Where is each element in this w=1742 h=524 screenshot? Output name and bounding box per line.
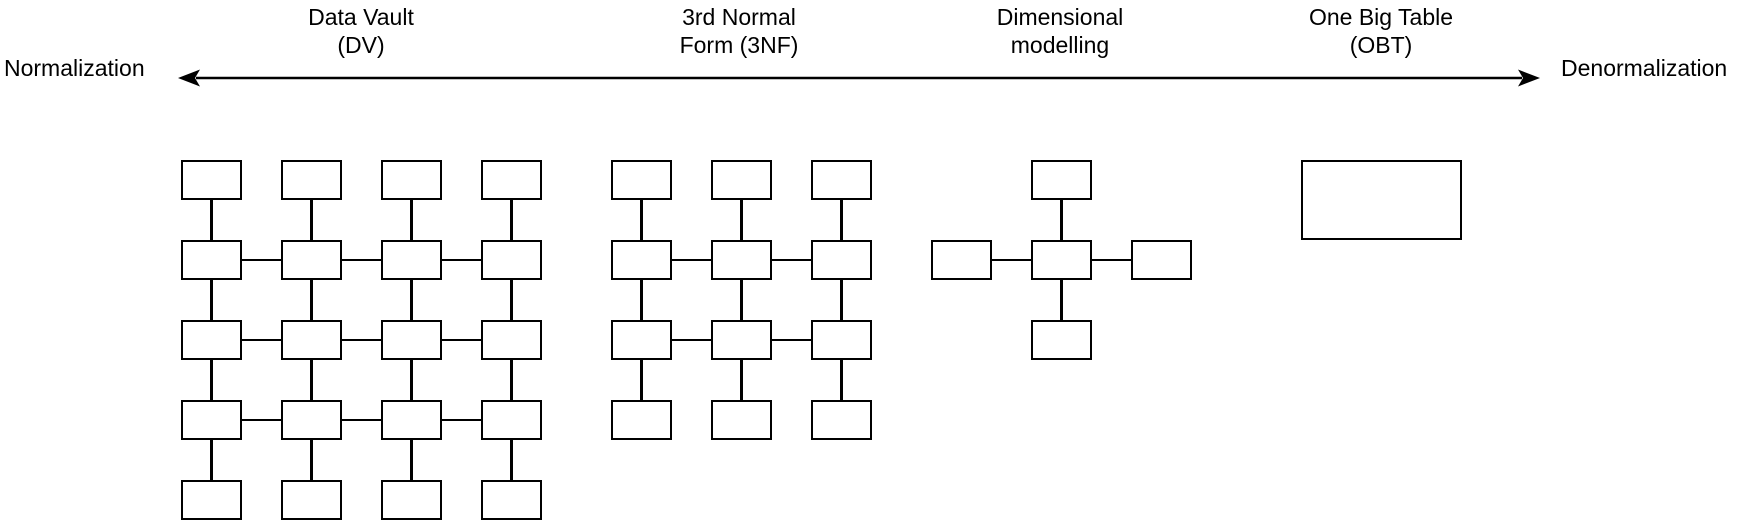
table-box <box>181 400 242 440</box>
table-box <box>931 240 992 280</box>
table-box <box>811 320 872 360</box>
relationship-line <box>510 200 513 240</box>
relationship-line <box>840 280 843 320</box>
relationship-line <box>510 360 513 400</box>
relationship-line <box>342 418 381 422</box>
table-box <box>481 160 542 200</box>
relationship-line <box>310 200 313 240</box>
table-box <box>711 320 772 360</box>
relationship-line <box>840 200 843 240</box>
relationship-line <box>772 338 811 342</box>
table-box <box>611 400 672 440</box>
table-box <box>1301 160 1462 240</box>
table-box <box>381 240 442 280</box>
relationship-line <box>210 200 213 240</box>
relationship-line <box>992 258 1031 262</box>
table-box <box>181 480 242 520</box>
relationship-line <box>410 440 413 480</box>
table-box <box>611 240 672 280</box>
relationship-line <box>640 280 643 320</box>
label-third-normal-form-line1: 3rd Normal <box>682 4 796 30</box>
relationship-line <box>210 280 213 320</box>
table-box <box>281 240 342 280</box>
relationship-line <box>640 360 643 400</box>
table-box <box>381 320 442 360</box>
relationship-line <box>310 280 313 320</box>
table-box <box>381 400 442 440</box>
relationship-line <box>442 418 481 422</box>
label-third-normal-form-line2: Form (3NF) <box>679 32 799 58</box>
label-one-big-table-line1: One Big Table <box>1308 4 1454 30</box>
relationship-line <box>840 360 843 400</box>
label-third-normal-form: 3rd Normal Form (3NF) <box>629 3 849 59</box>
label-data-vault-line1: Data Vault <box>308 4 414 30</box>
label-dimensional-modelling-line2: modelling <box>1010 32 1110 58</box>
table-box <box>611 160 672 200</box>
table-box <box>181 320 242 360</box>
table-box <box>181 240 242 280</box>
table-box <box>481 480 542 520</box>
relationship-line <box>242 258 281 262</box>
axis-label-denormalization: Denormalization <box>1561 55 1728 81</box>
table-box <box>481 240 542 280</box>
relationship-line <box>410 200 413 240</box>
label-data-vault-line2: (DV) <box>337 32 385 58</box>
relationship-line <box>510 440 513 480</box>
relationship-line <box>510 280 513 320</box>
table-box <box>811 400 872 440</box>
label-one-big-table: One Big Table (OBT) <box>1271 3 1491 59</box>
table-box <box>1131 240 1192 280</box>
table-box <box>711 400 772 440</box>
label-one-big-table-line2: (OBT) <box>1349 32 1413 58</box>
relationship-line <box>740 360 743 400</box>
table-box <box>281 400 342 440</box>
table-box <box>1031 320 1092 360</box>
table-box <box>711 160 772 200</box>
table-box <box>281 320 342 360</box>
relationship-line <box>1060 280 1063 320</box>
axis-label-normalization: Normalization <box>4 55 145 81</box>
label-data-vault: Data Vault (DV) <box>251 3 471 59</box>
relationship-line <box>672 258 711 262</box>
table-box <box>481 400 542 440</box>
relationship-line <box>1092 258 1131 262</box>
table-box <box>281 480 342 520</box>
table-box <box>1031 160 1092 200</box>
relationship-line <box>210 360 213 400</box>
table-box <box>181 160 242 200</box>
table-box <box>381 160 442 200</box>
table-box <box>1031 240 1092 280</box>
relationship-line <box>310 360 313 400</box>
relationship-line <box>342 258 381 262</box>
relationship-line <box>242 418 281 422</box>
table-box <box>811 240 872 280</box>
relationship-line <box>310 440 313 480</box>
relationship-line <box>740 200 743 240</box>
relationship-line <box>442 338 481 342</box>
relationship-line <box>740 280 743 320</box>
relationship-line <box>772 258 811 262</box>
table-box <box>611 320 672 360</box>
relationship-line <box>410 280 413 320</box>
relationship-line <box>210 440 213 480</box>
label-dimensional-modelling-line1: Dimensional <box>996 4 1124 30</box>
table-box <box>481 320 542 360</box>
table-box <box>811 160 872 200</box>
relationship-line <box>342 338 381 342</box>
table-box <box>281 160 342 200</box>
relationship-line <box>242 338 281 342</box>
relationship-line <box>640 200 643 240</box>
table-box <box>381 480 442 520</box>
relationship-line <box>1060 200 1063 240</box>
relationship-line <box>442 258 481 262</box>
arrow-head-right <box>1518 69 1540 87</box>
relationship-line <box>672 338 711 342</box>
relationship-line <box>410 360 413 400</box>
table-box <box>711 240 772 280</box>
label-dimensional-modelling: Dimensional modelling <box>950 3 1170 59</box>
arrow-head-left <box>178 69 200 87</box>
